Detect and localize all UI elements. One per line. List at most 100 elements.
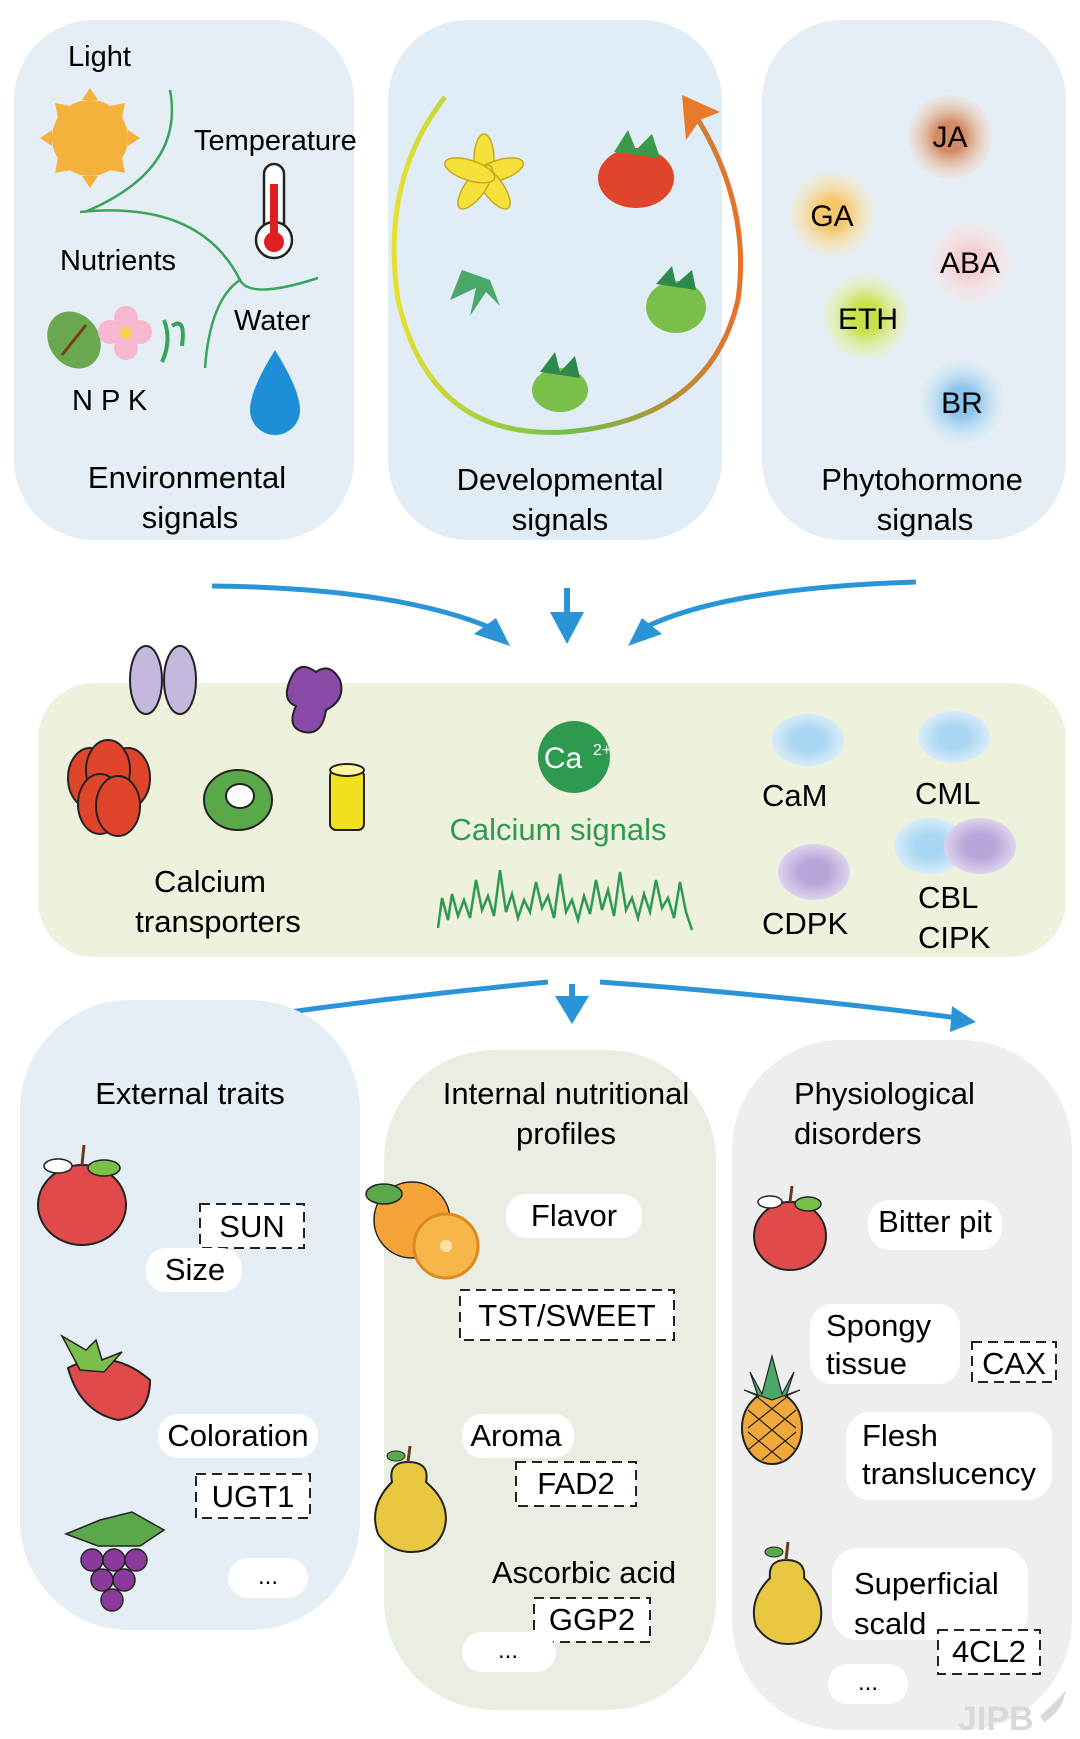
bitter-pit-apple-icon [753, 1185, 827, 1271]
hormone-ga: GA [810, 200, 853, 233]
flesh-translucency-pill [846, 1412, 1052, 1500]
4cl2-gene-box [937, 1629, 1041, 1675]
internal-title: Internal nutritional [443, 1076, 689, 1111]
development-cycle-arc [391, 95, 744, 435]
sun-gene-label: SUN [219, 1209, 284, 1244]
environmental-title-line2: signals [142, 500, 239, 535]
flower-stage-icon [444, 133, 524, 210]
flavor-label: Flavor [531, 1198, 617, 1233]
red-fruit-icon [598, 130, 674, 208]
size-pill [146, 1248, 242, 1292]
calcium-ion-label: Ca [544, 742, 583, 775]
water-label: Water [234, 305, 311, 337]
aroma-pill [462, 1414, 574, 1458]
ascorbic-acid-label: Ascorbic acid [492, 1555, 676, 1590]
transporter-ring-icon [203, 769, 273, 831]
eth-bubble [824, 275, 908, 359]
cax-gene-label: CAX [982, 1346, 1046, 1381]
convergence-arrows [211, 579, 917, 646]
transporters-label-line2: transporters [135, 904, 300, 939]
internal-more-label: ... [498, 1637, 518, 1664]
sepal-stage-icon [450, 270, 500, 316]
sensor-cipk: CIPK [918, 920, 991, 955]
sensor-cbl: CBL [918, 880, 978, 915]
sun-gene-box [199, 1203, 305, 1249]
coloration-label: Coloration [167, 1418, 308, 1453]
leaf-watermark-icon [1040, 1690, 1066, 1722]
hormone-br: BR [941, 387, 983, 420]
young-fruit-icon [532, 352, 588, 412]
internal-more-pill [462, 1632, 556, 1672]
developmental-title: Developmental [457, 462, 664, 497]
superficial-scald-label-line2: scald [854, 1606, 926, 1641]
tst-sweet-gene-label: TST/SWEET [478, 1298, 655, 1333]
sensor-cdpk: CDPK [762, 906, 848, 941]
disorders-title-line2: disorders [794, 1116, 922, 1151]
npk-label: N P K [72, 385, 148, 417]
ggp2-gene-box [533, 1597, 651, 1643]
spongy-tissue-pill [810, 1304, 960, 1384]
nutrients-label: Nutrients [60, 245, 176, 277]
flesh-translucency-label: Flesh [862, 1418, 938, 1453]
calcium-ion-charge: 2+ [593, 742, 611, 759]
strawberry-icon [60, 1334, 152, 1422]
calcium-ion-circle [538, 721, 610, 793]
transporter-purple-icon [285, 665, 343, 734]
coloration-pill [158, 1414, 318, 1458]
pear-icon [374, 1445, 447, 1554]
ga-bubble [790, 172, 874, 256]
pineapple-icon [741, 1353, 803, 1465]
sensor-cml: CML [915, 776, 980, 811]
cycle-arrowhead [682, 95, 720, 140]
spongy-tissue-label-line2: tissue [826, 1346, 907, 1381]
cbl-icon [894, 818, 966, 874]
superficial-scald-pill [832, 1548, 1028, 1640]
cam-icon [772, 714, 844, 766]
external-title: External traits [95, 1076, 285, 1111]
developmental-title-line2: signals [512, 502, 609, 537]
transporter-red-cluster-icon [67, 739, 151, 837]
cdpk-icon [778, 844, 850, 900]
scald-pear-icon [752, 1541, 823, 1646]
sun-icon [40, 88, 140, 188]
flesh-translucency-label-line2: translucency [862, 1456, 1037, 1491]
calcium-signals-label: Calcium signals [449, 812, 666, 847]
cml-icon [918, 711, 990, 763]
tst-sweet-gene-box [459, 1289, 675, 1341]
fad2-gene-label: FAD2 [537, 1466, 615, 1501]
calcium-oscillation-trace [436, 869, 694, 931]
bitter-pit-label: Bitter pit [878, 1204, 992, 1239]
sensor-cam: CaM [762, 778, 827, 813]
apple-icon [37, 1144, 127, 1246]
root-icon [160, 319, 185, 363]
ugt1-gene-label: UGT1 [212, 1479, 295, 1514]
flower-icon [98, 306, 152, 360]
divider-line [203, 278, 241, 369]
thermometer-icon [254, 162, 294, 260]
ja-bubble [908, 95, 992, 179]
phytohormone-title: Phytohormone [821, 462, 1023, 497]
orange-icon [365, 1181, 480, 1280]
size-label: Size [165, 1252, 225, 1287]
internal-title-line2: profiles [516, 1116, 616, 1151]
grape-icon [63, 1511, 166, 1612]
water-drop-icon [250, 350, 300, 435]
cipk-icon [944, 818, 1016, 874]
divider-line [84, 89, 174, 214]
spongy-tissue-label: Spongy [826, 1308, 932, 1343]
aroma-label: Aroma [470, 1418, 562, 1453]
aba-bubble [928, 220, 1012, 304]
disorders-title: Physiological [794, 1076, 975, 1111]
jipb-watermark: JIPB [958, 1700, 1034, 1738]
green-fruit-icon [646, 266, 706, 333]
fad2-gene-box [515, 1461, 637, 1507]
external-panel [20, 1000, 360, 1630]
hormone-ja: JA [932, 121, 967, 154]
transporter-oval-icon [129, 645, 197, 715]
ugt1-gene-box [195, 1473, 311, 1519]
superficial-scald-label: Superficial [854, 1566, 999, 1601]
bitter-pit-pill [868, 1200, 1002, 1250]
ggp2-gene-label: GGP2 [549, 1602, 635, 1637]
external-more-pill [228, 1558, 308, 1598]
